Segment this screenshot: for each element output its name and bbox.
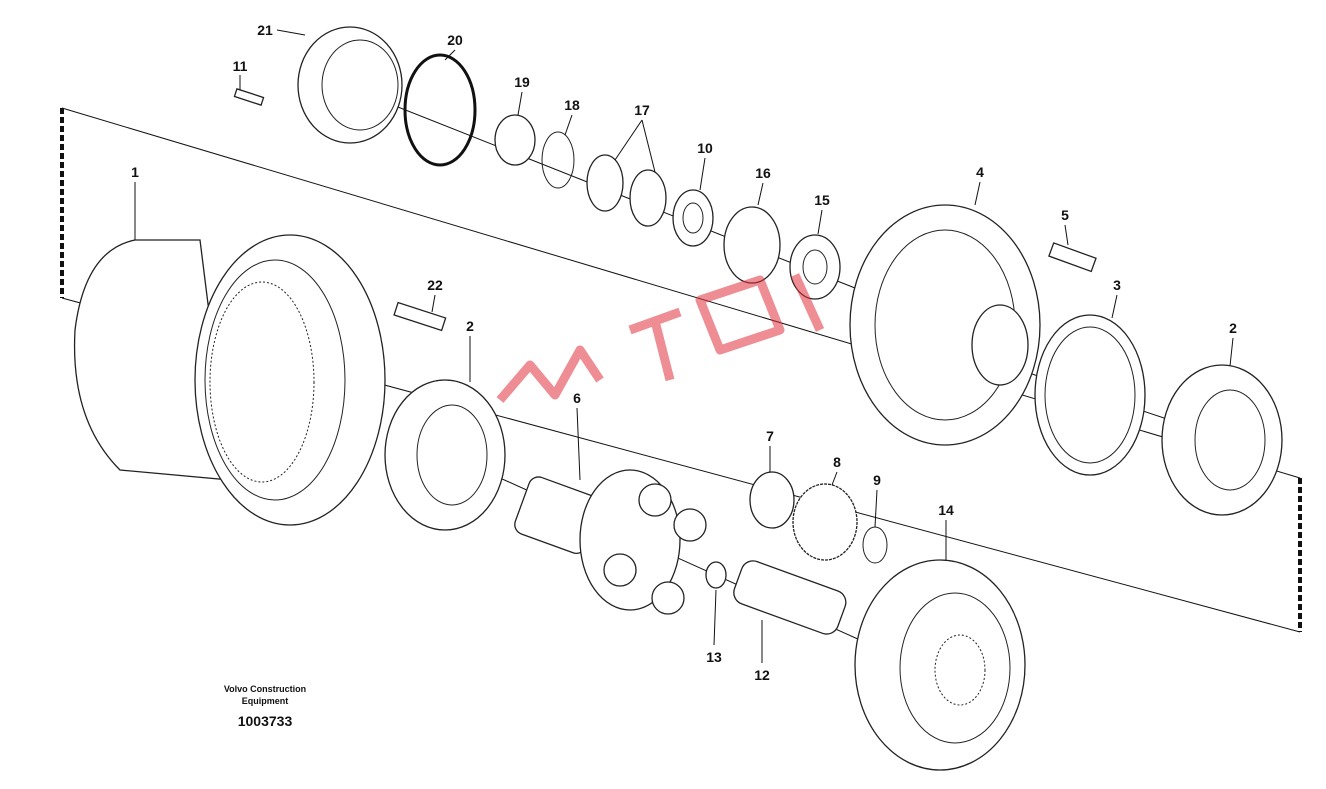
callout-5: 5 bbox=[1061, 207, 1069, 223]
callout-16: 16 bbox=[755, 165, 771, 181]
callout-21: 21 bbox=[257, 22, 273, 38]
part-11-bolt bbox=[233, 88, 265, 106]
part-4-spindle bbox=[849, 204, 1041, 446]
callout-leaders bbox=[134, 29, 1234, 663]
part-17-lock-plate bbox=[629, 169, 667, 227]
callout-1: 1 bbox=[131, 164, 139, 180]
callout-11: 11 bbox=[233, 58, 248, 74]
callout-17: 17 bbox=[634, 102, 650, 118]
callout-14: 14 bbox=[938, 502, 954, 518]
callout-4: 4 bbox=[976, 164, 984, 180]
part-9-circlip bbox=[862, 526, 888, 564]
part-3-seal bbox=[1034, 314, 1146, 476]
part-14-gear-assembly bbox=[854, 559, 1026, 771]
callout-13: 13 bbox=[706, 649, 722, 665]
callout-2: 2 bbox=[1229, 320, 1237, 336]
part-2-bearing-left bbox=[384, 379, 506, 531]
callout-6: 6 bbox=[573, 390, 581, 406]
callout-9: 9 bbox=[873, 472, 881, 488]
callout-22: 22 bbox=[427, 277, 443, 293]
callout-8: 8 bbox=[833, 454, 841, 470]
callout-20: 20 bbox=[447, 32, 463, 48]
part-2-bearing-right bbox=[1161, 364, 1283, 516]
callout-10: 10 bbox=[697, 140, 713, 156]
part-5-bolt bbox=[1048, 242, 1097, 273]
part-20-o-ring bbox=[403, 53, 477, 167]
callout-12: 12 bbox=[754, 667, 770, 683]
part-1-hub-housing bbox=[73, 234, 386, 526]
part-22-bolt bbox=[393, 301, 447, 332]
callout-18: 18 bbox=[564, 97, 580, 113]
drawing-number: 1003733 bbox=[237, 713, 293, 729]
part-6-planet-carrier bbox=[514, 469, 707, 615]
part-18-circlip bbox=[541, 131, 575, 189]
callout-7: 7 bbox=[766, 428, 774, 444]
manufacturer-line-1: Volvo Construction bbox=[223, 684, 307, 694]
part-16-tab-washer bbox=[723, 206, 781, 284]
part-17-lock-plate bbox=[586, 154, 624, 212]
part-19-nut bbox=[494, 114, 536, 166]
callout-19: 19 bbox=[514, 74, 530, 90]
part-12-sun-gear bbox=[733, 560, 847, 635]
part-7-needle-bearing bbox=[749, 471, 795, 529]
part-21-cover bbox=[297, 26, 403, 144]
part-8-planet-gear bbox=[792, 483, 858, 561]
part-13-washer bbox=[705, 561, 727, 589]
callout-2: 2 bbox=[466, 318, 474, 334]
manufacturer-line-2: Equipment bbox=[241, 696, 289, 706]
part-10-washer bbox=[672, 189, 714, 247]
callout-15: 15 bbox=[814, 192, 830, 208]
callout-3: 3 bbox=[1113, 277, 1121, 293]
watermark-logo bbox=[496, 273, 825, 403]
drawing-caption: Volvo Construction Equipment 1003733 bbox=[205, 683, 325, 729]
